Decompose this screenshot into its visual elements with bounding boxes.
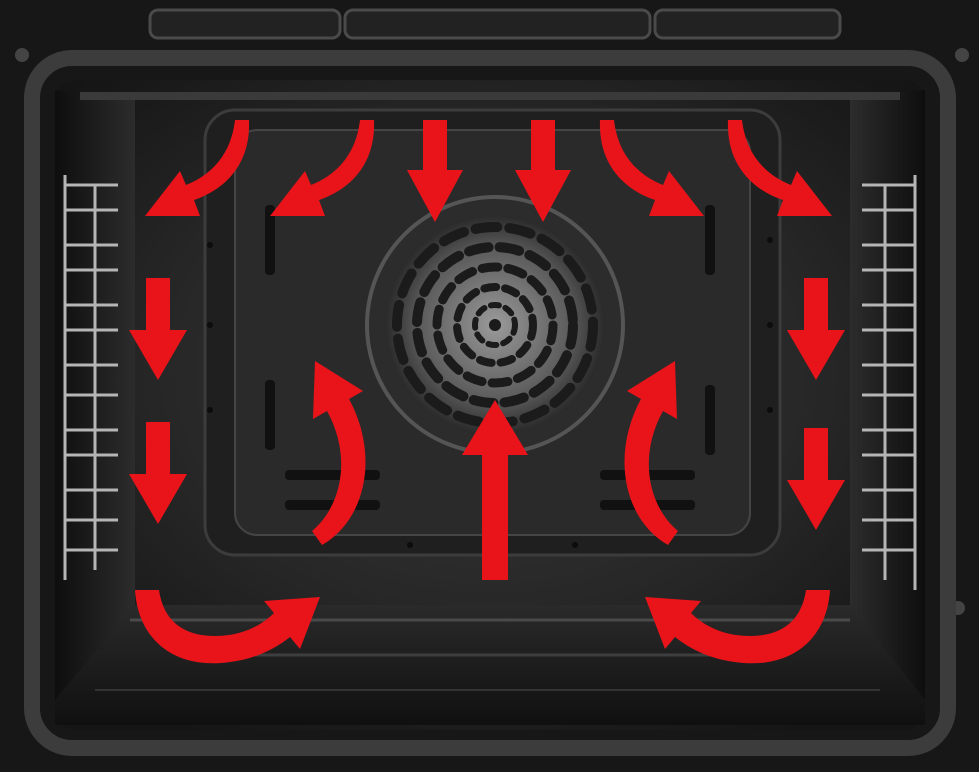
frame-screw [955,48,969,62]
frame-screw [15,48,29,62]
top-rail [80,92,900,100]
top-vent [150,10,840,38]
